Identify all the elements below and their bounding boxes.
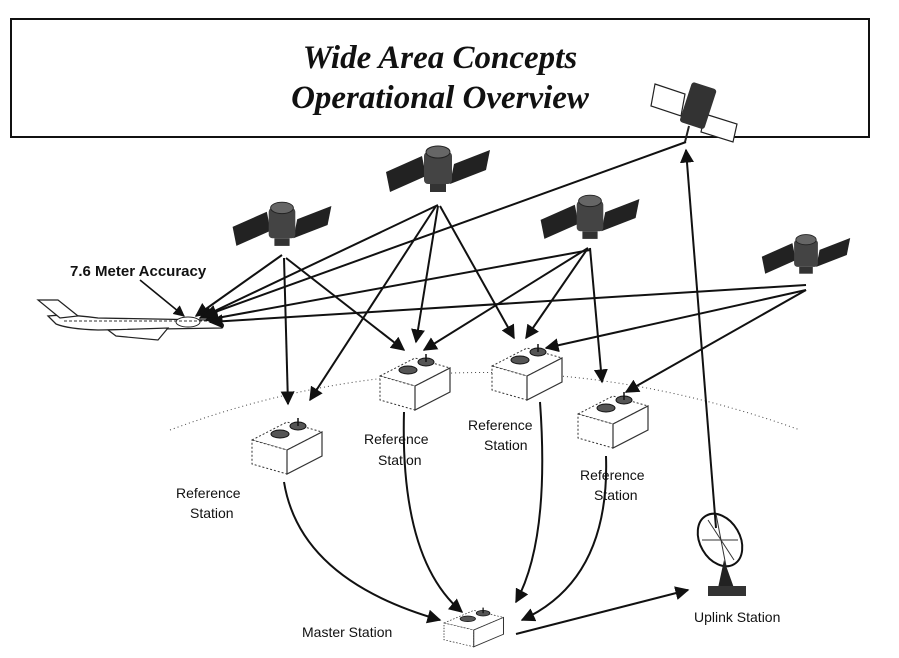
- signal-line: [589, 247, 608, 384]
- reference-station-2-label-b: Station: [378, 452, 422, 468]
- signal-line: [525, 247, 589, 340]
- signal-line: [422, 247, 589, 351]
- signal-line: [285, 257, 406, 351]
- reference-station-icon-1: [251, 417, 323, 475]
- geo-satellite-icon: [650, 82, 738, 143]
- reference-station-3-label-a: Reference: [468, 417, 533, 433]
- satellite-icon-1: [232, 201, 332, 247]
- uplink-line: [680, 148, 717, 529]
- master-station-label: Master Station: [302, 624, 392, 640]
- signal-line: [208, 284, 807, 329]
- signal-line: [280, 257, 295, 406]
- uplink-dish-icon: [696, 512, 746, 596]
- title-line-2: Operational Overview: [291, 80, 589, 116]
- ground-link: [515, 586, 690, 635]
- reference-station-icon-2: [379, 353, 451, 411]
- reference-station-3-label-b: Station: [484, 437, 528, 453]
- aircraft-icon: [36, 299, 225, 341]
- signal-lines: [194, 141, 807, 635]
- satellite-icon-2: [385, 145, 491, 193]
- ground-link: [520, 455, 608, 622]
- signal-line: [204, 249, 591, 325]
- accuracy-pointer: [139, 279, 185, 317]
- signal-line: [624, 289, 807, 393]
- ground-link: [402, 411, 464, 613]
- signal-line: [439, 205, 515, 340]
- reference-station-4-label-a: Reference: [580, 467, 645, 483]
- signal-line: [198, 204, 439, 319]
- title-box: Wide Area Concepts Operational Overview: [10, 18, 870, 138]
- ground-link: [283, 481, 442, 624]
- satellite-icon-4: [761, 234, 851, 275]
- reference-station-1-label-a: Reference: [176, 485, 241, 501]
- reference-station-icon-4: [577, 391, 649, 449]
- signal-line: [544, 289, 807, 353]
- uplink-station-label: Uplink Station: [694, 609, 780, 625]
- reference-station-2-label-a: Reference: [364, 431, 429, 447]
- master-station-icon: [443, 606, 505, 648]
- reference-station-4-label-b: Station: [594, 487, 638, 503]
- reference-station-1-label-b: Station: [190, 505, 234, 521]
- reference-station-icon-3: [491, 343, 563, 401]
- ground-link: [515, 401, 544, 604]
- signal-line: [411, 205, 439, 344]
- satellite-icon-3: [540, 194, 640, 240]
- accuracy-label: 7.6 Meter Accuracy: [70, 263, 207, 280]
- signal-line: [309, 205, 437, 402]
- title-line-1: Wide Area Concepts: [302, 40, 578, 76]
